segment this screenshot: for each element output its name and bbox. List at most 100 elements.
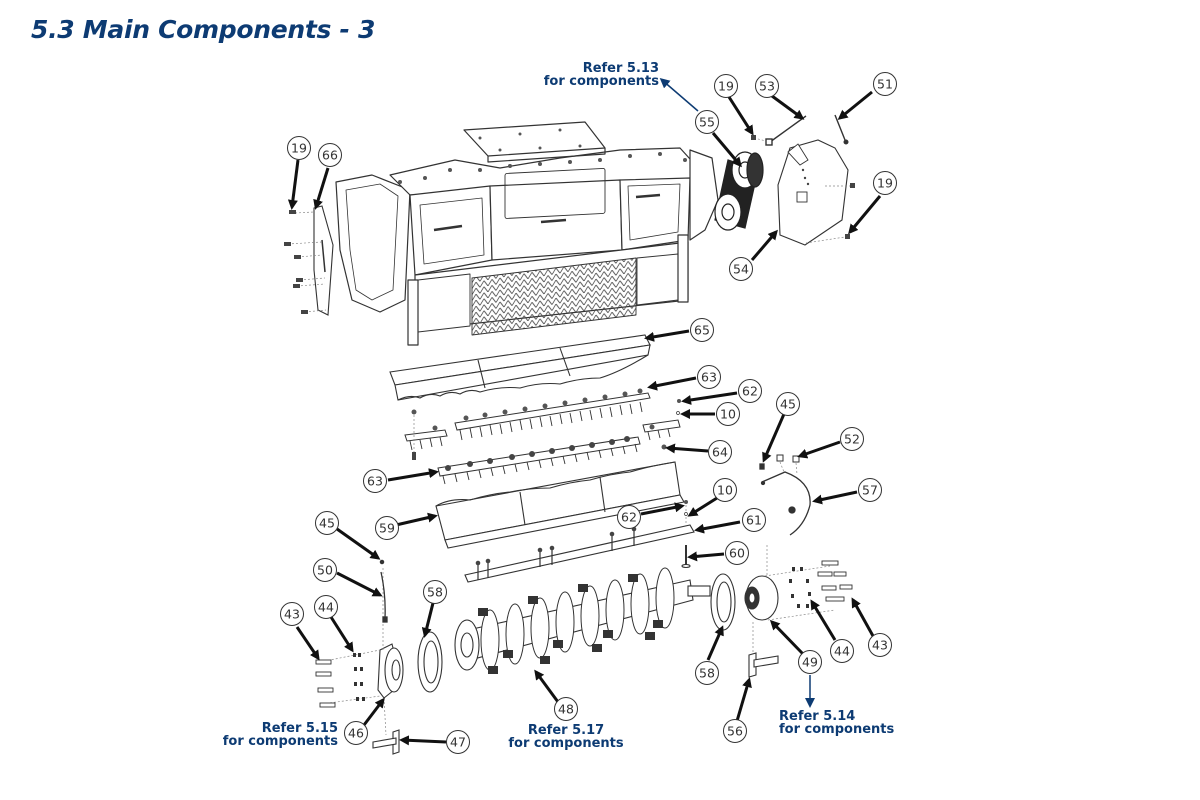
callout-circle xyxy=(314,595,338,619)
callout-label: 62 xyxy=(621,510,637,525)
reference-note-line1: Refer 5.13 xyxy=(582,61,659,76)
callout-label: 62 xyxy=(742,384,758,399)
callout-circle xyxy=(313,558,337,582)
callout-circle xyxy=(840,427,864,451)
callout-label: 52 xyxy=(844,432,860,447)
callout-circle xyxy=(423,580,447,604)
callout-label: 44 xyxy=(834,644,850,659)
arrow-45-left xyxy=(336,527,381,560)
callout-arrows xyxy=(287,90,882,746)
callout-circle xyxy=(725,541,749,565)
callout-63-counter-blade-upper: 63 xyxy=(697,365,721,389)
reference-note-line1: Refer 5.17 xyxy=(527,723,605,738)
belt-pulley-assembly xyxy=(714,151,764,231)
callout-label: 58 xyxy=(427,585,443,600)
reference-note-line1: Refer 5.15 xyxy=(261,721,338,736)
callout-label: 10 xyxy=(720,407,736,422)
callout-label: 10 xyxy=(717,483,733,498)
arrow-44-left xyxy=(329,616,354,653)
reference-note-line2: for components xyxy=(779,722,895,737)
side-cover-right xyxy=(751,135,855,246)
skid-bar xyxy=(464,500,695,583)
arrow-48 xyxy=(534,669,560,703)
arrow-44-right xyxy=(810,599,837,641)
arrow-62-upper xyxy=(681,391,738,405)
rotor xyxy=(454,567,711,674)
callout-56-bracket-right: 56 xyxy=(723,719,747,743)
arrow-50 xyxy=(336,571,383,597)
callout-label: 45 xyxy=(319,516,335,531)
arrow-19-right xyxy=(848,195,882,235)
arrow-47 xyxy=(399,735,447,746)
arrow-61 xyxy=(694,520,741,534)
callout-circle xyxy=(315,511,339,535)
arrow-55 xyxy=(711,132,742,168)
callout-label: 65 xyxy=(694,323,710,338)
callout-circle xyxy=(695,661,719,685)
mulcher-housing xyxy=(335,121,719,346)
callout-circle xyxy=(714,74,738,98)
callout-58-bearing-seal-left: 58 xyxy=(423,580,447,604)
callout-label: 59 xyxy=(379,521,395,536)
callout-circle xyxy=(729,257,753,281)
callout-55-belt-pulley-assembly: 55 xyxy=(695,110,719,134)
callout-label: 19 xyxy=(718,79,734,94)
callout-label: 57 xyxy=(862,483,878,498)
callout-circle xyxy=(713,478,737,502)
counter-blade-upper xyxy=(404,388,681,460)
arrow-45-right xyxy=(762,413,786,463)
page-title: 5.3 Main Components - 3 xyxy=(31,15,376,44)
side-cover-left xyxy=(284,205,334,316)
callout-label: 19 xyxy=(291,141,307,156)
reference-note-line2: for components xyxy=(222,734,338,749)
tension-rod xyxy=(765,115,807,146)
arrow-54 xyxy=(750,229,778,261)
callout-58-bearing-seal-right: 58 xyxy=(695,661,719,685)
arrow-56 xyxy=(735,677,752,722)
callout-label: 60 xyxy=(729,546,745,561)
arrow-66 xyxy=(313,167,330,210)
counter-blade-lower xyxy=(437,436,641,485)
reference-note-line2: for components xyxy=(508,736,624,751)
callout-circle xyxy=(858,478,882,502)
arrow-49 xyxy=(769,619,805,656)
arrow-46 xyxy=(362,697,385,726)
callout-62-nut-upper: 62 xyxy=(738,379,762,403)
callout-circle xyxy=(873,72,897,96)
callout-circle xyxy=(554,697,578,721)
callout-62-nut-lower: 62 xyxy=(617,505,641,529)
callout-label: 53 xyxy=(759,79,775,94)
callout-circle xyxy=(708,440,732,464)
bearing-seal-right xyxy=(710,573,736,631)
callout-circle xyxy=(868,633,892,657)
callout-51-pin: 51 xyxy=(873,72,897,96)
arrow-65 xyxy=(644,329,690,342)
callout-10-washer-upper: 10 xyxy=(716,402,740,426)
callout-49-bearing-housing-right: 49 xyxy=(798,650,822,674)
callout-label: 61 xyxy=(746,513,762,528)
arrow-53 xyxy=(771,94,805,120)
arrow-64 xyxy=(665,443,709,454)
callout-19-bolt-top-right: 19 xyxy=(714,74,738,98)
callout-circle xyxy=(830,639,854,663)
callout-59-lower-deflector: 59 xyxy=(375,516,399,540)
callout-63-counter-blade-lower: 63 xyxy=(363,469,387,493)
callout-circle xyxy=(446,730,470,754)
callout-circle xyxy=(280,602,304,626)
arrow-57 xyxy=(812,490,858,505)
callout-43-bolts-left: 43 xyxy=(280,602,304,626)
callout-label: 45 xyxy=(780,397,796,412)
upper-deflector xyxy=(389,334,651,401)
callout-circle xyxy=(798,650,822,674)
callout-circle xyxy=(776,392,800,416)
callout-circle xyxy=(697,365,721,389)
bearing-housing-left xyxy=(315,568,404,736)
callout-label: 46 xyxy=(348,726,364,741)
arrow-60 xyxy=(687,551,725,562)
arrow-51 xyxy=(837,90,873,120)
callout-label: 43 xyxy=(284,607,300,622)
callout-47-bracket-left: 47 xyxy=(446,730,470,754)
callout-label: 19 xyxy=(877,176,893,191)
reference-note-5-14: Refer 5.14 for components xyxy=(779,710,909,736)
